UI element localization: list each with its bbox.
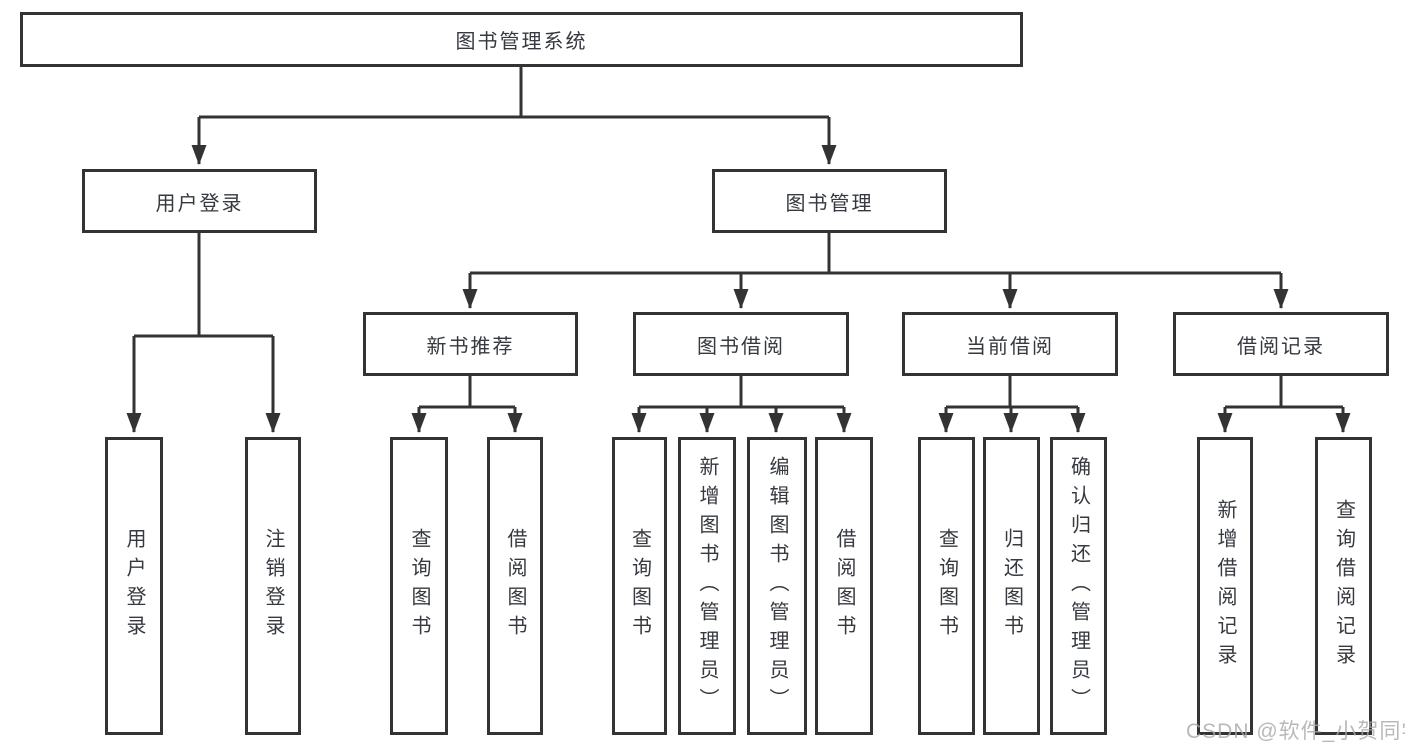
leaf-query-books-recommend: 查询图书 — [390, 437, 448, 735]
leaf-label: 用户登录 — [123, 528, 145, 644]
leaf-borrow-books-recommend: 借阅图书 — [487, 437, 543, 735]
leaf-query-books-current: 查询图书 — [918, 437, 975, 735]
leaf-label: 借阅图书 — [504, 528, 526, 644]
node-user-login: 用户登录 — [82, 169, 317, 233]
leaf-label: 新增图书（管理员） — [696, 455, 718, 717]
leaf-label: 编辑图书（管理员） — [766, 455, 788, 717]
leaf-query-books-borrow: 查询图书 — [612, 437, 667, 735]
csdn-watermark: CSDN @软件_小贺同学 — [1186, 720, 1405, 743]
leaf-return-books: 归还图书 — [983, 437, 1040, 735]
leaf-label: 确认归还（管理员） — [1067, 455, 1090, 717]
leaf-add-borrow-record: 新增借阅记录 — [1197, 437, 1253, 735]
leaf-label: 查询图书 — [935, 528, 958, 644]
leaf-label: 借阅图书 — [833, 528, 855, 644]
leaf-label: 新增借阅记录 — [1214, 499, 1236, 673]
leaf-borrow-books: 借阅图书 — [815, 437, 873, 735]
leaf-logout: 注销登录 — [245, 437, 301, 735]
leaf-label: 注销登录 — [262, 528, 284, 644]
leaf-query-borrow-record: 查询借阅记录 — [1315, 437, 1372, 735]
node-borrow-records: 借阅记录 — [1173, 312, 1389, 376]
node-book-management: 图书管理 — [712, 169, 947, 233]
leaf-label: 查询借阅记录 — [1332, 499, 1355, 673]
leaf-confirm-return-admin: 确认归还（管理员） — [1050, 437, 1107, 735]
leaf-label: 查询图书 — [628, 528, 651, 644]
leaf-add-books-admin: 新增图书（管理员） — [678, 437, 736, 735]
leaf-label: 归还图书 — [1000, 528, 1023, 644]
leaf-label: 查询图书 — [408, 528, 430, 644]
leaf-edit-books-admin: 编辑图书（管理员） — [747, 437, 807, 735]
node-current-borrow: 当前借阅 — [902, 312, 1118, 376]
node-book-borrow: 图书借阅 — [633, 312, 849, 376]
node-new-book-recommend: 新书推荐 — [363, 312, 578, 376]
leaf-user-login: 用户登录 — [105, 437, 163, 735]
node-root-system: 图书管理系统 — [20, 12, 1023, 67]
